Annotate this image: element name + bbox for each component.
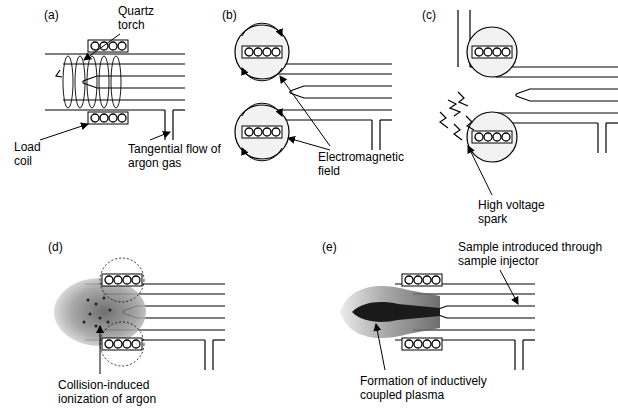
part-label: Electromagnetic field xyxy=(318,150,418,178)
panel-letter: (d) xyxy=(48,240,88,254)
part-label: Tangential flow of argon gas xyxy=(128,142,228,170)
part-label: Formation of inductively coupled plasma xyxy=(360,374,530,402)
part-label: Collision-induced ionization of argon xyxy=(58,378,182,406)
part-label: Load coil xyxy=(14,140,54,168)
part-label: Quartz torch xyxy=(118,4,168,32)
panel-letter: (a) xyxy=(44,8,84,22)
panel-letter: (c) xyxy=(422,8,462,22)
panel-letter: (e) xyxy=(322,240,362,254)
panel-letter: (b) xyxy=(222,8,262,22)
part-label: Sample introduced through sample injecto… xyxy=(458,240,608,268)
part-label: High voltage spark xyxy=(478,198,564,226)
